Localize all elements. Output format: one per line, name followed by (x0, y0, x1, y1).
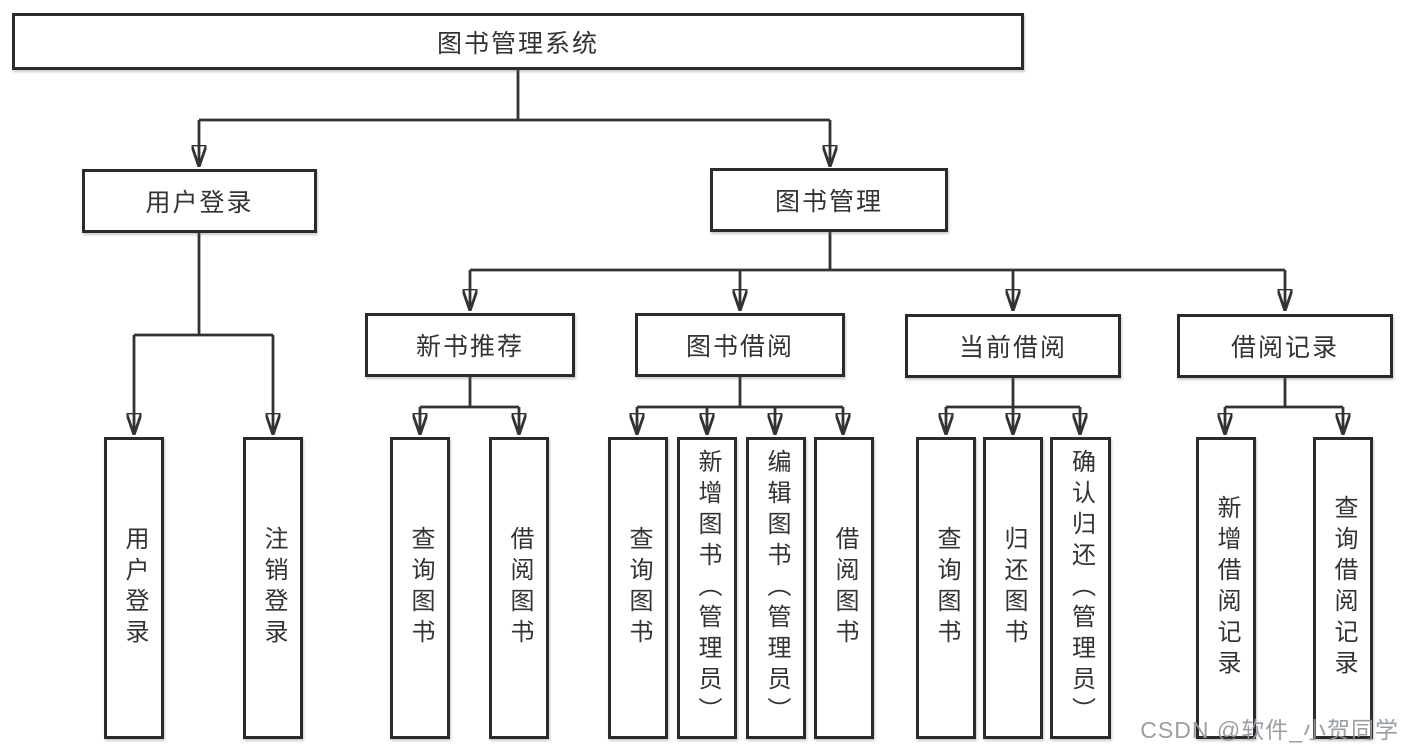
leaf-add-book-admin: 新增图书（管理员） (677, 437, 737, 739)
node-label: 查询图书 (407, 526, 434, 650)
leaf-query-books-current: 查询图书 (916, 437, 976, 739)
node-label: 查询图书 (933, 526, 960, 650)
node-new-book-recommend: 新书推荐 (365, 313, 575, 377)
leaf-user-login: 用户登录 (104, 437, 164, 739)
node-label: 用户登录 (145, 189, 254, 217)
node-label: 当前借阅 (958, 334, 1067, 362)
node-label: 借阅图书 (506, 526, 533, 650)
leaf-confirm-return-admin: 确认归还（管理员） (1050, 437, 1111, 739)
node-borrow-records: 借阅记录 (1177, 314, 1393, 378)
node-label: 查询图书 (625, 526, 652, 650)
node-label: 查询借阅记录 (1330, 495, 1357, 681)
connector-new-book-recommend (420, 377, 519, 435)
node-label: 新书推荐 (415, 333, 524, 361)
leaf-add-borrow-record: 新增借阅记录 (1196, 437, 1256, 739)
node-label: 图书管理系统 (436, 29, 599, 58)
node-label: 确认归还（管理员） (1067, 448, 1095, 728)
node-label: 借阅记录 (1230, 334, 1339, 362)
leaf-query-borrow-record: 查询借阅记录 (1313, 437, 1373, 739)
connector-user-login-branch (134, 233, 273, 435)
connector-root-to-level1 (199, 70, 830, 167)
connector-current-borrowing (946, 378, 1080, 435)
leaf-borrow-books-borrowing: 借阅图书 (814, 437, 874, 739)
connector-book-borrowing (637, 377, 843, 435)
watermark-csdn: CSDN @软件_小贺同学 (1140, 717, 1399, 743)
node-book-management-system: 图书管理系统 (12, 13, 1024, 70)
node-label: 新增图书（管理员） (694, 448, 721, 728)
node-user-login: 用户登录 (82, 169, 317, 233)
connector-borrow-records (1225, 378, 1343, 435)
connector-book-mgmt-branch (470, 232, 1285, 311)
node-label: 归还图书 (1000, 526, 1027, 650)
node-label: 注销登录 (260, 526, 287, 650)
leaf-borrow-books-recommend: 借阅图书 (489, 437, 549, 739)
node-label: 新增借阅记录 (1213, 495, 1240, 681)
node-label: 图书管理 (774, 188, 883, 216)
leaf-return-books: 归还图书 (983, 437, 1043, 739)
node-label: 用户登录 (121, 526, 148, 650)
leaf-query-books-recommend: 查询图书 (390, 437, 450, 739)
leaf-edit-book-admin: 编辑图书（管理员） (746, 437, 806, 739)
leaf-query-books-borrowing: 查询图书 (608, 437, 668, 739)
node-book-borrowing: 图书借阅 (635, 313, 845, 377)
node-label: 图书借阅 (685, 333, 794, 361)
node-label: 编辑图书（管理员） (763, 448, 790, 728)
node-current-borrowing: 当前借阅 (905, 314, 1121, 378)
node-book-management: 图书管理 (710, 168, 948, 232)
leaf-logout: 注销登录 (243, 437, 303, 739)
node-label: 借阅图书 (831, 526, 858, 650)
